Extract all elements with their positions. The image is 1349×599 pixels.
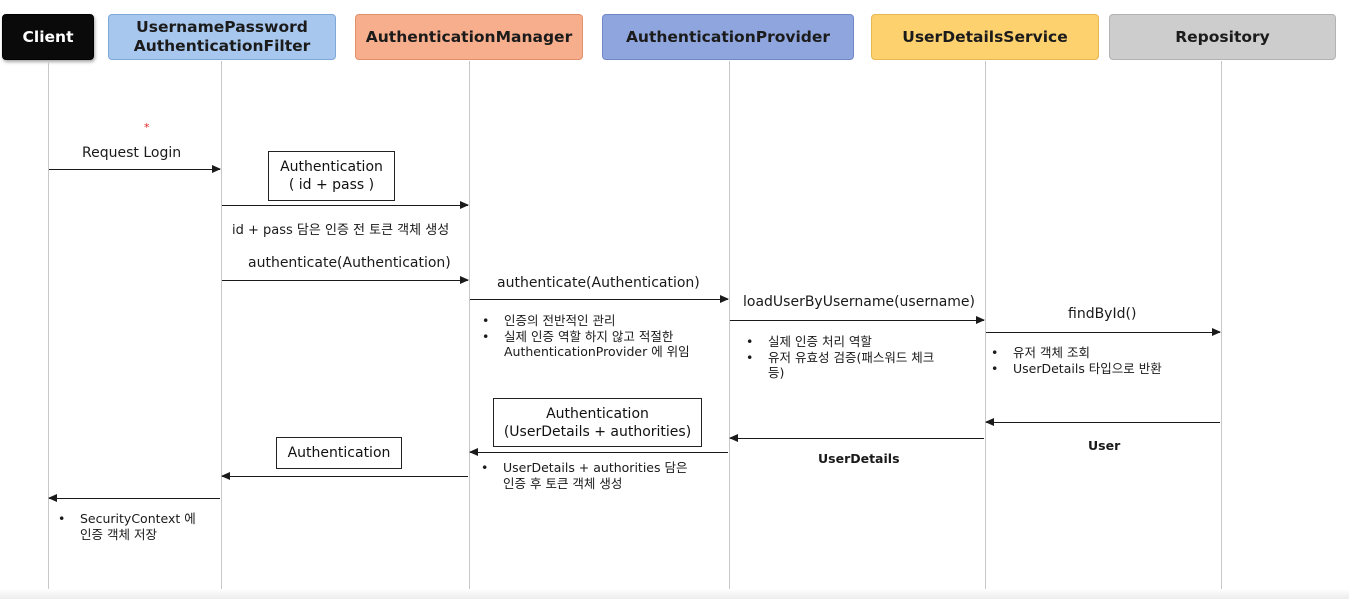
arrow-authenticate-2 bbox=[470, 295, 729, 303]
note-provider: •실제 인증 처리 역할 •유저 유효성 검증(패스워드 체크 등) bbox=[746, 334, 935, 381]
label-load-user: loadUserByUsername(username) bbox=[743, 294, 976, 310]
arrow-filter-to-manager-token bbox=[222, 201, 469, 209]
label-request-login: Request Login bbox=[82, 145, 182, 161]
box-authentication-final: Authentication bbox=[276, 437, 402, 469]
lifeline-repo bbox=[1221, 61, 1222, 599]
arrow-request-login bbox=[49, 165, 221, 173]
participant-repository: Repository bbox=[1109, 14, 1336, 60]
box-authentication-result-line1: Authentication bbox=[546, 405, 649, 422]
arrow-provider-to-manager bbox=[469, 448, 728, 456]
bottom-fade bbox=[0, 589, 1349, 599]
note-client: •SecurityContext 에 인증 객체 저장 bbox=[58, 511, 196, 542]
note-client-item-2: 인증 객체 저장 bbox=[80, 526, 157, 542]
box-authentication-final-label: Authentication bbox=[287, 445, 391, 461]
arrow-find-by-id bbox=[986, 328, 1221, 336]
participant-filter: UsernamePassword AuthenticationFilter bbox=[108, 14, 336, 60]
participant-provider-label: AuthenticationProvider bbox=[625, 27, 831, 46]
participant-manager-label: AuthenticationManager bbox=[365, 27, 573, 46]
lifeline-client bbox=[48, 61, 49, 599]
arrow-user-return bbox=[985, 418, 1220, 426]
note-manager-item-3: AuthenticationProvider 에 위임 bbox=[504, 344, 690, 359]
arrow-filter-to-client bbox=[48, 494, 220, 502]
note-provider-item-1: •실제 인증 처리 역할 bbox=[746, 334, 872, 349]
box-authentication-pre-line2: ( id + pass ) bbox=[288, 177, 375, 193]
note-uds: •유저 객체 조회 •UserDetails 타입으로 반환 bbox=[991, 345, 1162, 376]
lifeline-uds bbox=[985, 61, 986, 599]
arrow-load-user bbox=[730, 316, 985, 324]
participant-filter-label-2: AuthenticationFilter bbox=[133, 37, 311, 55]
label-pre-token: id + pass 담은 인증 전 토큰 객체 생성 bbox=[232, 219, 449, 238]
participant-manager: AuthenticationManager bbox=[355, 14, 583, 60]
label-find-by-id: findById() bbox=[1068, 306, 1137, 322]
label-authenticate-1: authenticate(Authentication) bbox=[248, 255, 451, 271]
label-userdetails-return: UserDetails bbox=[818, 451, 900, 466]
lifeline-filter bbox=[221, 61, 222, 599]
note-manager-item-2: •실제 인증 역할 하지 않고 적절한 bbox=[482, 328, 674, 344]
participant-userdetailsservice: UserDetailsService bbox=[871, 14, 1099, 60]
label-pre-token-prefix: id + pass bbox=[232, 223, 293, 238]
box-authentication-pre-line1: Authentication bbox=[280, 159, 383, 175]
note-post-token: •UserDetails + authorities 담은 인증 후 토큰 객체… bbox=[481, 460, 688, 491]
box-authentication-result-line2: (UserDetails + authorities) bbox=[503, 423, 692, 440]
label-pre-token-suffix: 담은 인증 전 토큰 객체 생성 bbox=[292, 223, 450, 238]
participant-repo-label: Repository bbox=[1175, 27, 1270, 46]
note-provider-item-2: •유저 유효성 검증(패스워드 체크 bbox=[746, 349, 935, 365]
note-client-item-1: •SecurityContext 에 bbox=[58, 511, 196, 526]
box-authentication-pre: Authentication ( id + pass ) bbox=[268, 151, 395, 201]
lifeline-manager bbox=[469, 61, 470, 599]
note-manager: •인증의 전반적인 관리 •실제 인증 역할 하지 않고 적절한 Authent… bbox=[482, 313, 690, 360]
label-authenticate-2: authenticate(Authentication) bbox=[497, 275, 700, 291]
note-post-token-item-1: •UserDetails + authorities 담은 bbox=[481, 460, 688, 475]
participant-client: Client bbox=[2, 14, 94, 60]
marker-asterisk: * bbox=[144, 121, 150, 134]
box-authentication-result: Authentication (UserDetails + authoritie… bbox=[493, 398, 702, 447]
note-post-token-item-2: 인증 후 토큰 객체 생성 bbox=[503, 475, 623, 491]
participant-client-label: Client bbox=[22, 27, 74, 46]
note-manager-item-1: •인증의 전반적인 관리 bbox=[482, 313, 616, 328]
arrow-manager-to-filter bbox=[221, 472, 468, 480]
note-uds-item-1: •유저 객체 조회 bbox=[991, 345, 1090, 360]
note-provider-item-3: 등) bbox=[768, 365, 785, 380]
lifeline-provider bbox=[729, 61, 730, 599]
arrow-userdetails-return bbox=[729, 434, 984, 442]
arrow-authenticate-1 bbox=[222, 276, 469, 284]
note-uds-item-2: •UserDetails 타입으로 반환 bbox=[991, 360, 1162, 376]
label-user-return: User bbox=[1088, 438, 1121, 453]
participant-uds-label: UserDetailsService bbox=[902, 27, 1068, 46]
participant-filter-label-1: UsernamePassword bbox=[136, 18, 308, 36]
participant-provider: AuthenticationProvider bbox=[602, 14, 854, 60]
